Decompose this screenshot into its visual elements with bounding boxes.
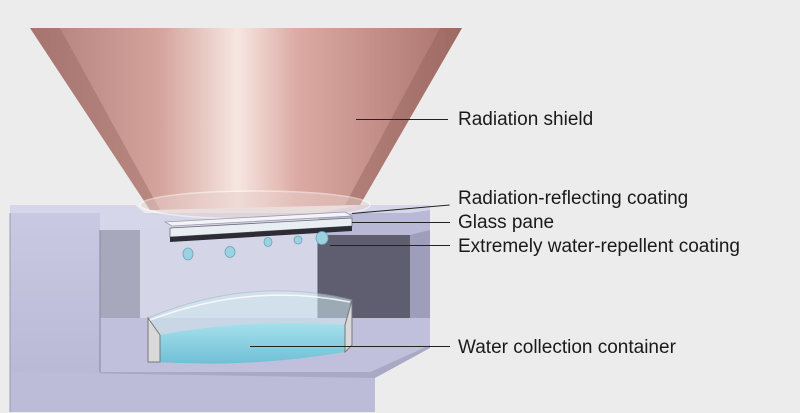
glass-pane-assembly (163, 211, 354, 261)
leader-glass-pane (352, 222, 450, 223)
label-water-container: Water collection container (458, 337, 676, 358)
label-radiation-shield: Radiation shield (458, 109, 594, 130)
box-interior (60, 210, 430, 320)
label-reflecting-coating: Radiation-reflecting coating (458, 188, 689, 209)
leader-water-container (250, 346, 450, 347)
radiation-shield (30, 28, 462, 220)
water-container (147, 290, 353, 364)
water-droplets (182, 231, 329, 261)
leader-radiation-shield (356, 119, 448, 120)
leader-repellent-coating (330, 245, 450, 246)
label-glass-pane: Glass pane (458, 212, 555, 233)
label-repellent-coating: Extremely water-repellent coating (458, 236, 740, 257)
